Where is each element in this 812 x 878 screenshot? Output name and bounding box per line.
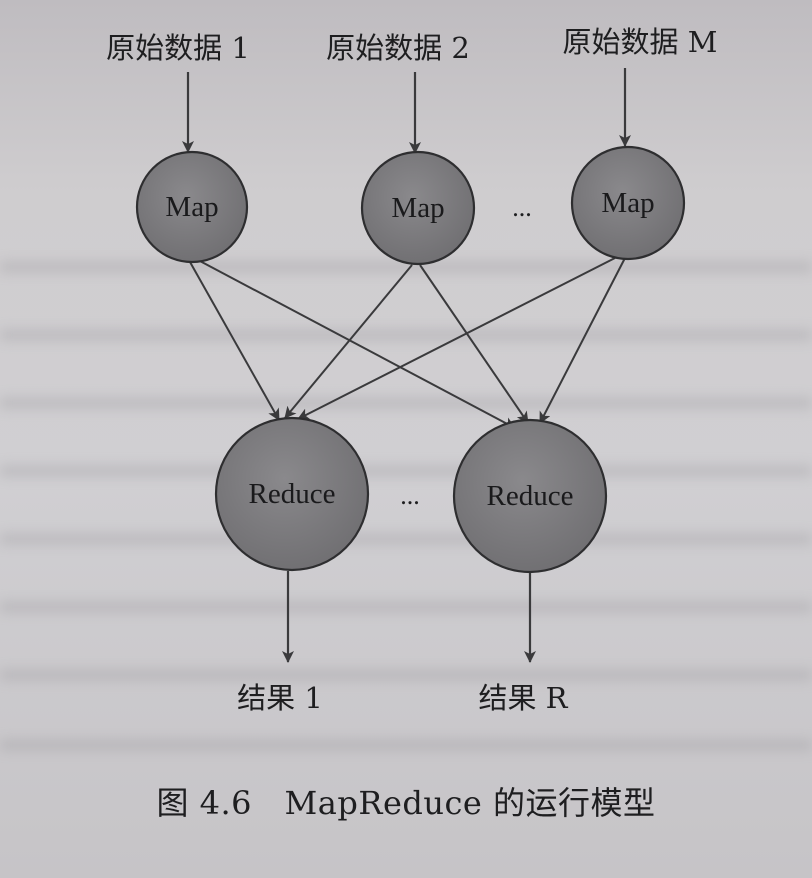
reduce-node-r: Reduce <box>452 418 608 574</box>
edge-map-2-to-reduce-1 <box>284 264 413 419</box>
reduce-ellipsis: ... <box>400 481 420 510</box>
input-label-m: 原始数据 M <box>563 25 718 59</box>
input-label-1: 原始数据 1 <box>106 31 250 65</box>
map-node-1: Map <box>135 150 249 264</box>
output-label-1: 结果 1 <box>237 681 323 715</box>
output-label-r: 结果 R <box>478 681 568 715</box>
reduce-node-label: Reduce <box>249 478 336 510</box>
edge-map-m-to-reduce-r <box>539 257 626 424</box>
map-node-label: Map <box>601 187 654 219</box>
edge-map-m-to-reduce-1 <box>297 257 616 420</box>
reduce-node-1: Reduce <box>214 416 370 572</box>
map-node-label: Map <box>165 191 218 223</box>
map-node-label: Map <box>391 192 444 224</box>
map-ellipsis: ... <box>512 193 532 222</box>
map-node-2: Map <box>360 150 476 266</box>
map-node-m: Map <box>570 145 686 261</box>
edge-map-2-to-reduce-r <box>419 264 529 424</box>
reduce-node-label: Reduce <box>487 480 574 512</box>
mapreduce-diagram: 原始数据 1 原始数据 2 原始数据 M Map Map Map ... <box>106 25 718 715</box>
figure-caption: 图 4.6 MapReduce 的运行模型 <box>156 784 656 822</box>
input-label-2: 原始数据 2 <box>326 31 470 65</box>
edge-map-1-to-reduce-r <box>197 259 516 429</box>
edge-map-1-to-reduce-1 <box>189 261 280 421</box>
